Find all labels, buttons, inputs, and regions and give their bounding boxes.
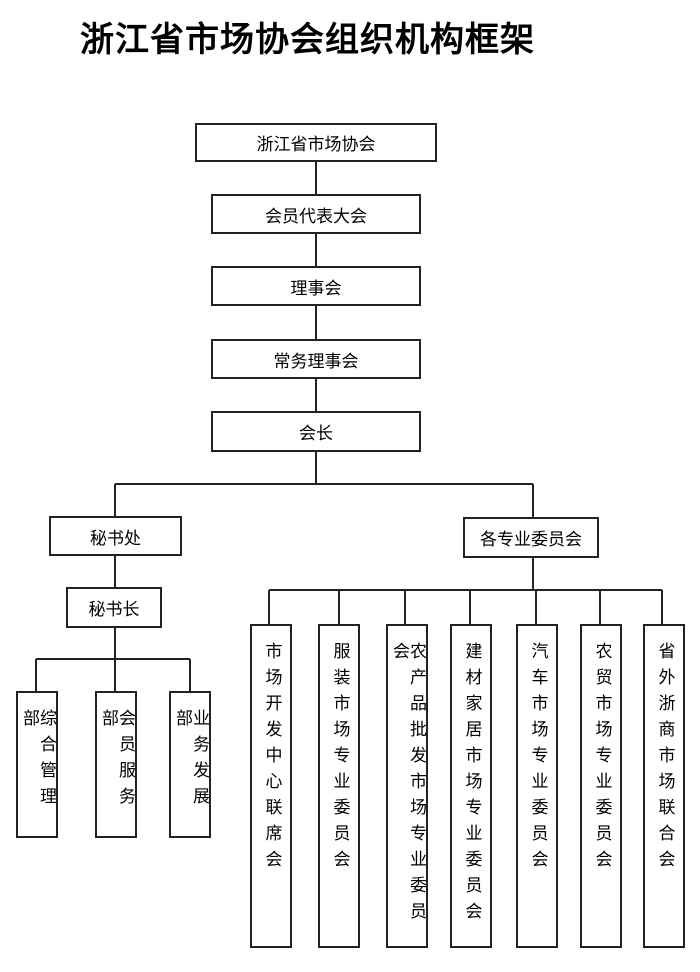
node-committee: 农贸市场专业委员会: [580, 624, 622, 948]
node-department: 综合管理部: [16, 691, 58, 838]
node-committee: 服装市场专业委员会: [318, 624, 360, 948]
node-secretariat: 秘书处: [49, 516, 182, 556]
node-council: 理事会: [211, 266, 421, 306]
page-title: 浙江省市场协会组织机构框架: [80, 20, 535, 60]
node-secretary-general: 秘书长: [66, 587, 162, 628]
node-committee: 汽车市场专业委员会: [516, 624, 558, 948]
node-president: 会长: [211, 411, 421, 452]
node-standing-council: 常务理事会: [211, 339, 421, 379]
node-department: 会员服务部: [95, 691, 137, 838]
node-committee: 农产品批发市场专业委员会: [386, 624, 428, 948]
node-committee: 建材家居市场专业委员会: [450, 624, 492, 948]
node-department: 业务发展部: [169, 691, 211, 838]
node-association: 浙江省市场协会: [195, 123, 437, 162]
node-committee: 市场开发中心联席会: [250, 624, 292, 948]
node-congress: 会员代表大会: [211, 194, 421, 234]
node-committee: 省外浙商市场联合会: [643, 624, 685, 948]
node-committees: 各专业委员会: [463, 517, 599, 558]
